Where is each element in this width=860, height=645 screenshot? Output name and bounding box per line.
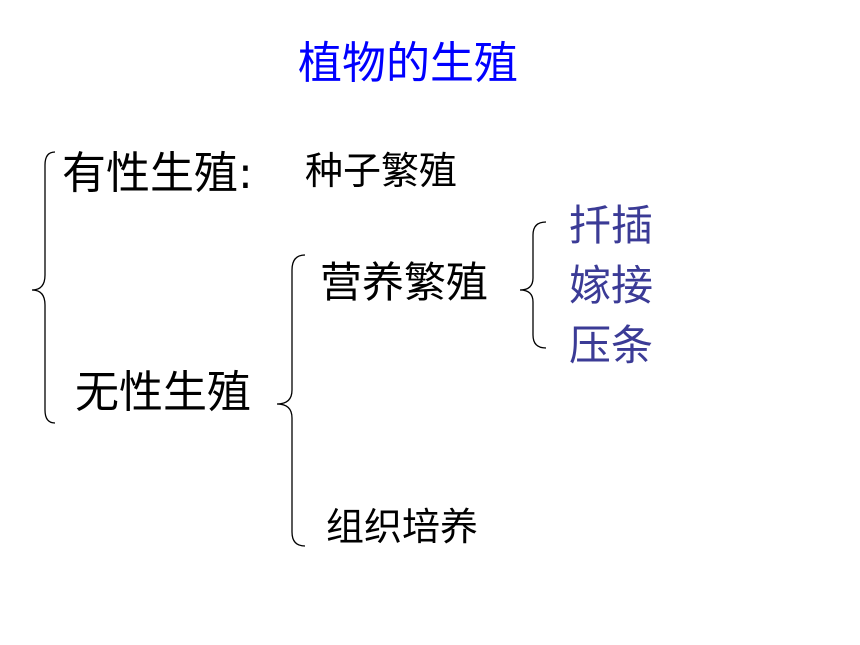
sexual-reproduction-label: 有性生殖: — [62, 148, 253, 199]
cutting-method-label: 扦插 — [569, 201, 654, 250]
layering-method-label: 压条 — [569, 321, 654, 370]
diagram-title: 植物的生殖 — [298, 38, 518, 89]
vegetative-propagation-label: 营养繁殖 — [320, 258, 489, 307]
tissue-culture-label: 组织培养 — [326, 505, 479, 549]
asexual-reproduction-label: 无性生殖 — [75, 367, 251, 418]
asexual-brace — [276, 254, 306, 547]
grafting-method-label: 嫁接 — [569, 261, 654, 310]
seed-propagation-label: 种子繁殖 — [305, 149, 458, 193]
main-brace — [31, 151, 56, 424]
vegetative-brace — [519, 221, 547, 349]
